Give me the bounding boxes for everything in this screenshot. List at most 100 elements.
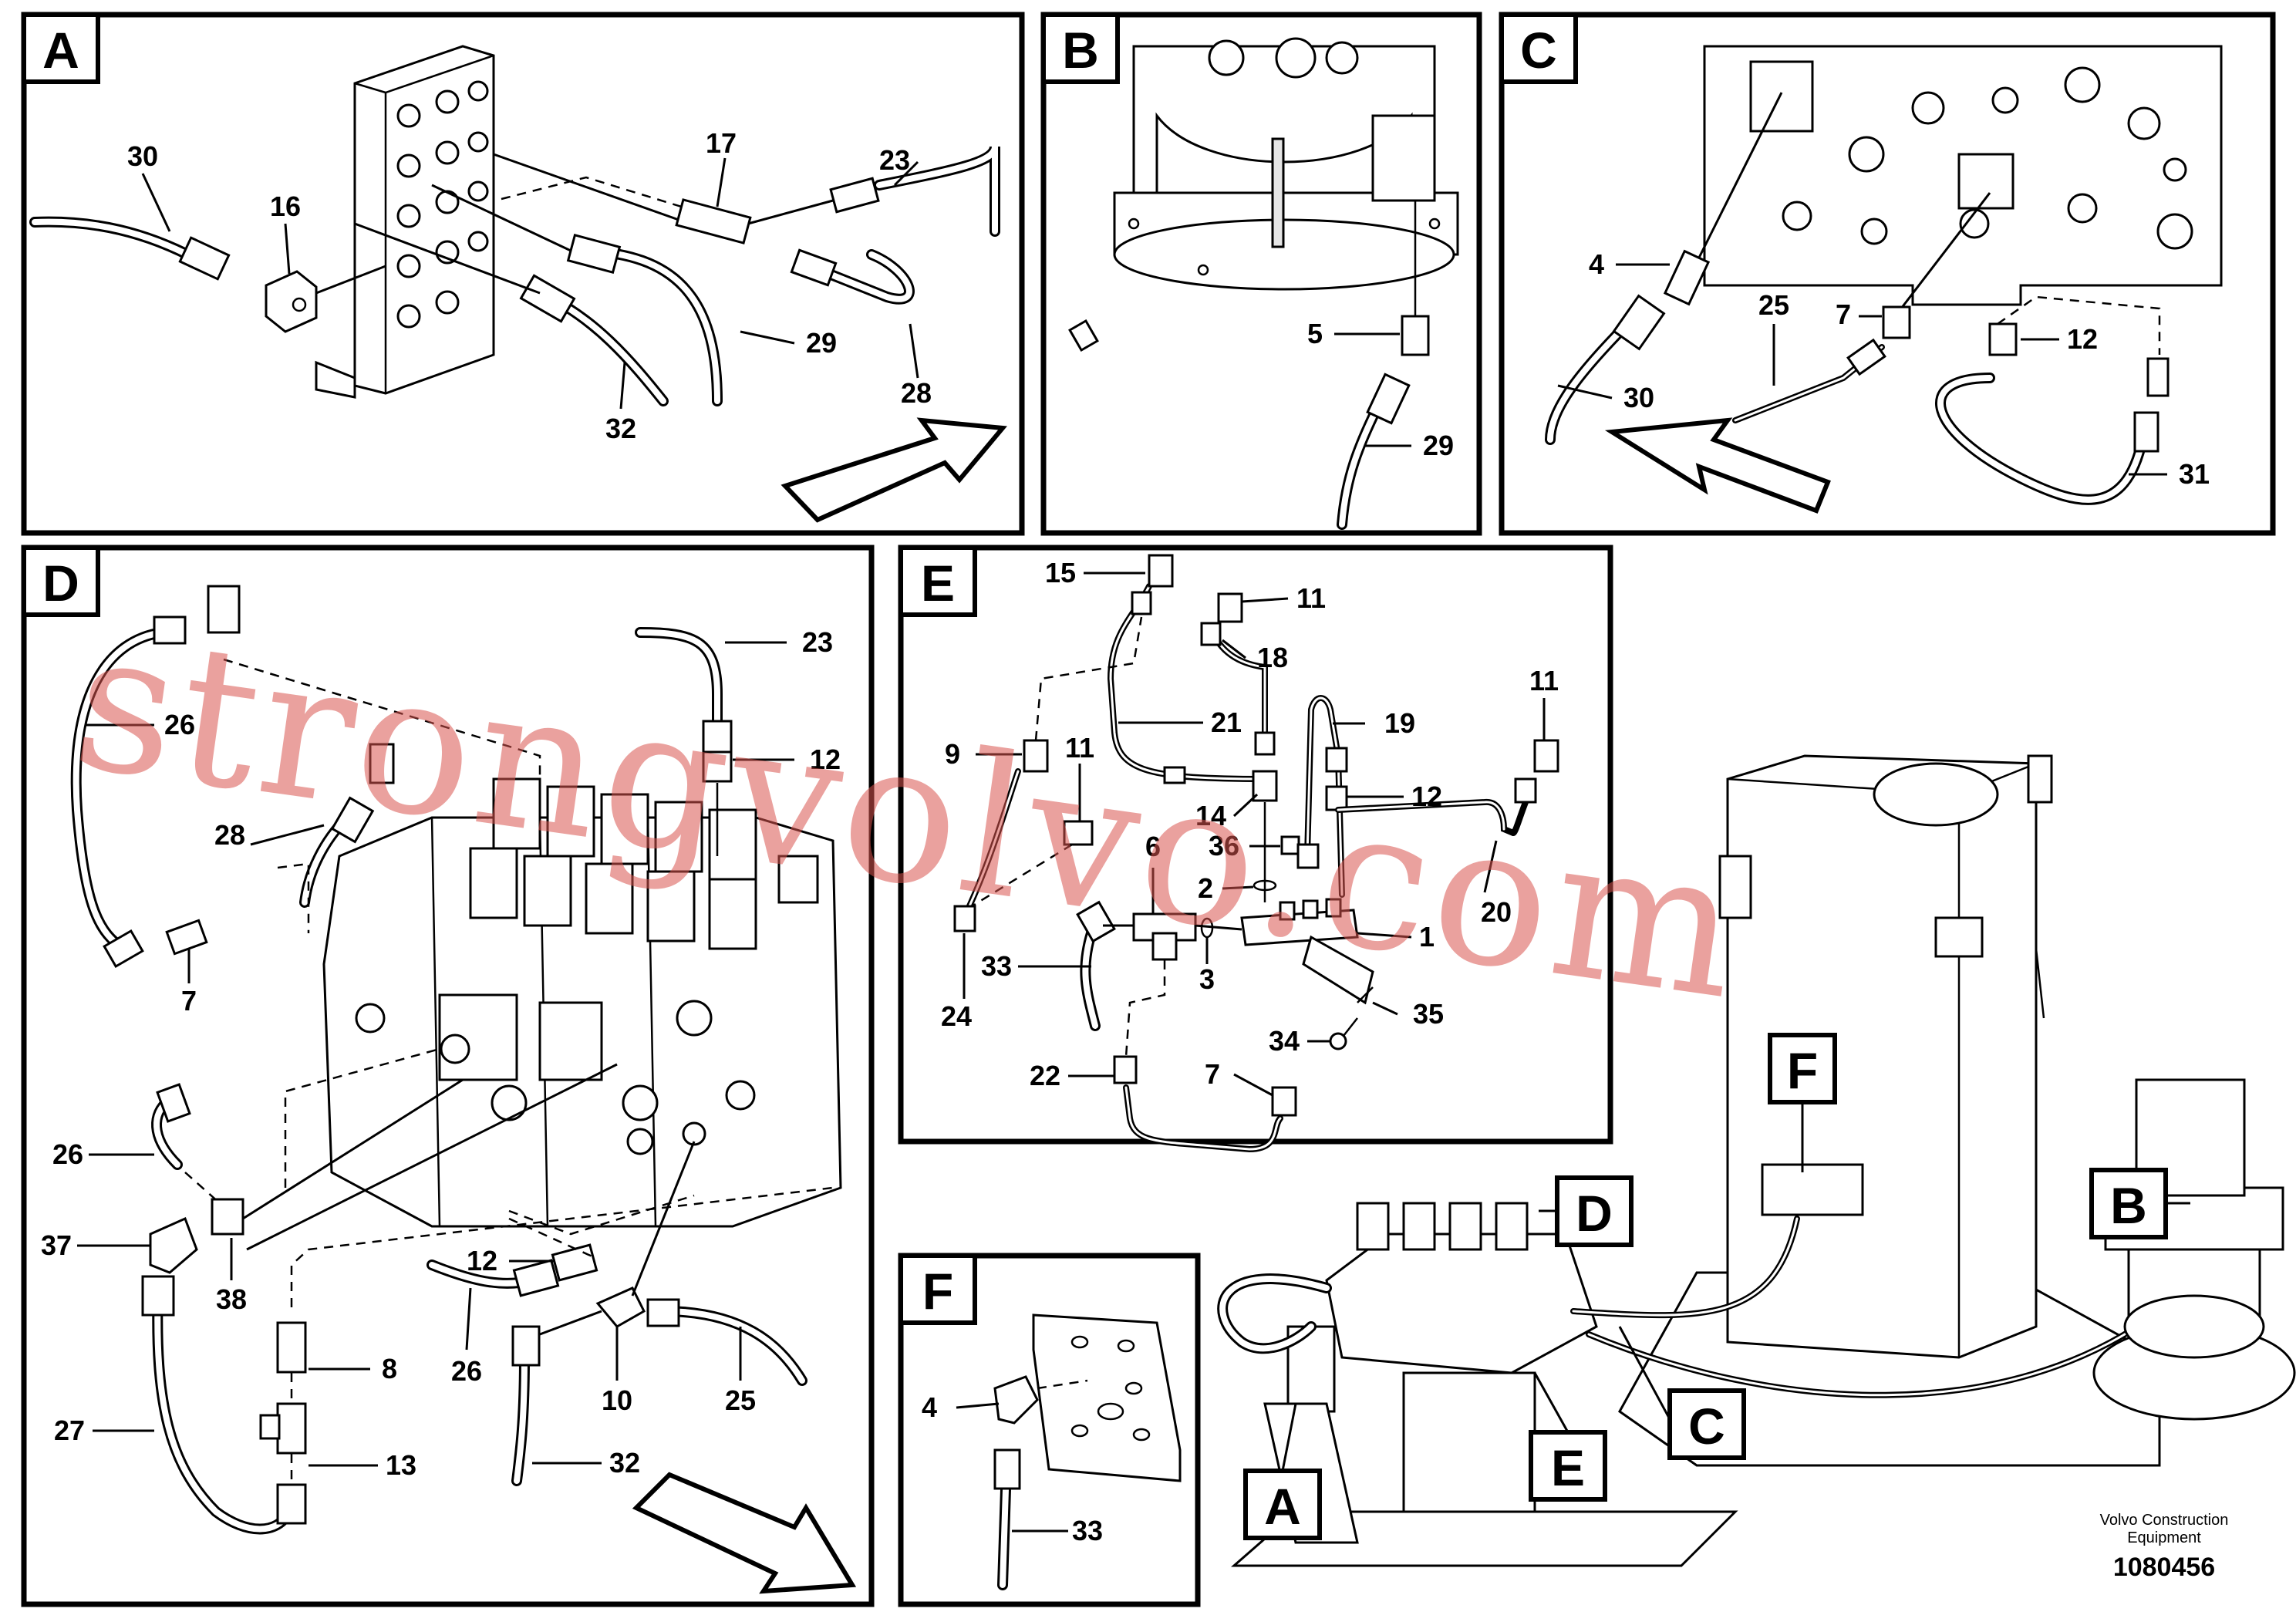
callout-9: 9: [945, 738, 960, 770]
overview-tag-e-label: E: [1551, 1439, 1585, 1496]
callout-18: 18: [1257, 642, 1288, 673]
panel-f: F 4 33: [898, 1253, 1201, 1607]
fitting-12-e-top: [1325, 747, 1348, 773]
fitting-4-c: [1663, 249, 1711, 306]
callout-7-e: 7: [1205, 1058, 1220, 1090]
mounting-plate: [1032, 1313, 1182, 1482]
callout-25-c: 25: [1758, 289, 1789, 321]
panel-b: B 5 29: [1040, 12, 1482, 536]
panel-c-direction-arrow: [1604, 417, 1831, 514]
fitting-22-top: [1113, 1055, 1138, 1084]
fitting-31-top: [2146, 357, 2170, 397]
callout-34: 34: [1269, 1025, 1300, 1057]
callout-38: 38: [216, 1283, 247, 1315]
elbow-4-f: [993, 1375, 1039, 1425]
elbow-11-right: [1533, 739, 1559, 773]
panel-d-frame: [21, 545, 875, 1607]
callout-23-d: 23: [802, 626, 833, 658]
overview-tag-c: [1667, 1388, 1746, 1460]
callout-11-right: 11: [1529, 665, 1559, 696]
panel-e-tag: [899, 545, 977, 617]
callout-30-c: 30: [1623, 382, 1654, 413]
callout-11-left: 11: [1065, 732, 1094, 764]
overview-tag-c-label: C: [1688, 1398, 1725, 1455]
callout-32-d: 32: [609, 1447, 640, 1479]
callout-24: 24: [941, 1000, 972, 1032]
callout-33-f: 33: [1072, 1515, 1103, 1546]
overview-tag-a-label: A: [1264, 1478, 1301, 1535]
panel-b-tag: [1041, 12, 1120, 84]
overview-tag-a: [1243, 1469, 1322, 1540]
callout-7-d: 7: [181, 985, 197, 1017]
fitting-7-d: [165, 919, 208, 956]
elbow-11-left: [1063, 820, 1094, 846]
callout-2: 2: [1198, 872, 1213, 904]
fitting-5: [1401, 315, 1430, 356]
callout-26-mid: 26: [52, 1138, 83, 1170]
callout-15: 15: [1045, 557, 1076, 588]
panel-d: D: [21, 545, 875, 1607]
callout-12-d: 12: [467, 1245, 497, 1276]
elbow-11-top: [1217, 592, 1243, 623]
callout-28-d: 28: [214, 819, 245, 851]
panel-e-frame: [898, 545, 1613, 1145]
overview-tag-d-label: D: [1576, 1185, 1613, 1242]
callout-13: 13: [386, 1449, 416, 1481]
panel-a: A: [21, 12, 1025, 536]
callout-36: 36: [1209, 830, 1239, 862]
callout-5: 5: [1307, 318, 1323, 349]
main-control-valve: [322, 777, 842, 1228]
fitting-8: [276, 1321, 307, 1374]
callout-26-top: 26: [164, 709, 195, 740]
fitting-7-c: [1882, 305, 1911, 339]
pilot-valve-block: [315, 45, 495, 399]
callout-31: 31: [2179, 458, 2210, 490]
fitting-30: [178, 236, 231, 281]
callout-16: 16: [270, 191, 301, 222]
overview-tag-f-label: F: [1787, 1042, 1818, 1099]
callout-4-f: 4: [922, 1391, 937, 1423]
panel-e-tag-label: E: [921, 555, 955, 612]
footer-company-line1: Volvo Construction: [2100, 1512, 2229, 1529]
callout-29-b: 29: [1423, 430, 1454, 461]
fitting-12-d: [551, 1243, 598, 1282]
swivel-10: [595, 1286, 646, 1328]
callout-27: 27: [54, 1415, 85, 1446]
control-valve-c: [1703, 45, 2223, 306]
overview-machine: D F B C E A: [1217, 754, 2296, 1567]
panel-f-frame: [898, 1253, 1201, 1607]
callout-32: 32: [605, 413, 636, 444]
panel-d-tag: [22, 545, 100, 617]
callout-12-d-top: 12: [810, 744, 841, 775]
callout-29: 29: [806, 327, 837, 359]
callout-22: 22: [1030, 1060, 1060, 1091]
callout-3: 3: [1199, 963, 1215, 995]
fitting-12-d-top: [702, 750, 733, 783]
swing-motor: [1113, 37, 1459, 291]
callout-35: 35: [1413, 998, 1444, 1030]
control-valve-overview: [1325, 1233, 1598, 1374]
panel-a-direction-arrow: [781, 417, 1007, 523]
watermark: strongvolvo.com: [62, 587, 1755, 1043]
callout-6: 6: [1145, 831, 1161, 862]
fitting-top-left: [207, 585, 241, 634]
callout-28: 28: [901, 377, 932, 409]
callout-10: 10: [602, 1384, 632, 1416]
callout-11-top: 11: [1296, 582, 1326, 614]
valve-support: [1402, 1371, 1536, 1513]
callout-12-e: 12: [1411, 781, 1442, 812]
panel-f-tag-label: F: [922, 1263, 953, 1320]
elbow-16: [265, 270, 318, 333]
fitting-7-e: [1271, 1086, 1297, 1117]
overview-tag-f: [1768, 1033, 1837, 1104]
panel-c-tag-label: C: [1520, 22, 1557, 79]
callout-21: 21: [1211, 706, 1242, 738]
footer-company-line2: Equipment: [2127, 1529, 2201, 1546]
callout-37: 37: [41, 1229, 72, 1261]
panel-d-tag-label: D: [42, 555, 79, 612]
tee-17: [675, 198, 752, 244]
hose-27: [152, 1283, 295, 1535]
callout-23: 23: [879, 144, 910, 176]
callout-33-e: 33: [981, 950, 1012, 982]
